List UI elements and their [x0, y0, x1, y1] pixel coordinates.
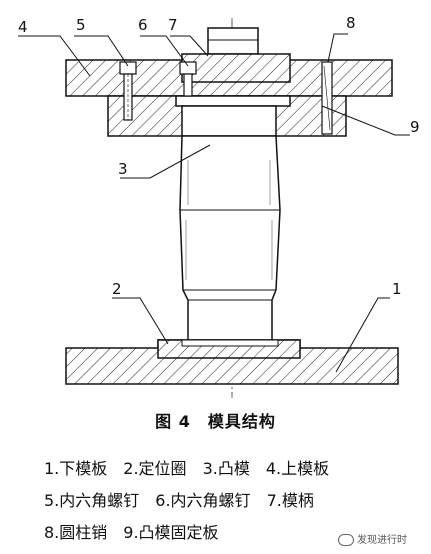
leader-lines [18, 33, 410, 373]
label-4: 4 [18, 18, 28, 36]
hex-screw-left [119, 61, 137, 121]
legend-item-2: 2.定位圈 [123, 459, 187, 478]
legend-item-1: 1.下模板 [44, 459, 108, 478]
label-7: 7 [168, 16, 178, 34]
label-9: 9 [410, 118, 420, 136]
punch [179, 105, 281, 343]
legend-item-9: 9.凸模固定板 [123, 523, 219, 542]
label-1: 1 [392, 280, 402, 298]
label-8: 8 [346, 14, 356, 32]
wechat-icon [338, 534, 354, 546]
label-2: 2 [112, 280, 122, 298]
legend-item-7: 7.模柄 [266, 491, 314, 510]
watermark-text: 发现进行时 [357, 535, 407, 546]
label-5: 5 [76, 16, 86, 34]
cylindrical-pin [321, 61, 333, 135]
legend-item-6: 6.内六角螺钉 [155, 491, 251, 510]
legend-item-4: 4.上模板 [265, 459, 330, 478]
hex-screw-middle [179, 61, 197, 97]
figure-caption: 图 4 模具结构 [155, 412, 276, 431]
legend-item-8: 8.圆柱销 [44, 523, 108, 542]
mold-structure-diagram: 4 5 6 7 8 9 3 2 1 [18, 14, 420, 398]
label-3: 3 [118, 160, 128, 178]
punch-collar [175, 95, 291, 107]
label-6: 6 [138, 16, 148, 34]
legend-row-3: 8.圆柱销 9.凸模固定板 [44, 519, 235, 543]
legend-row-1: 1.下模板 2.定位圈 3.凸模 4.上模板 [44, 455, 345, 479]
die-shank [181, 27, 291, 83]
legend-row-2: 5.内六角螺钉 6.内六角螺钉 7.模柄 [44, 487, 330, 511]
legend-item-3: 3.凸模 [202, 459, 250, 478]
legend-item-5: 5.内六角螺钉 [44, 491, 140, 510]
watermark: 发现进行时 [338, 531, 407, 546]
